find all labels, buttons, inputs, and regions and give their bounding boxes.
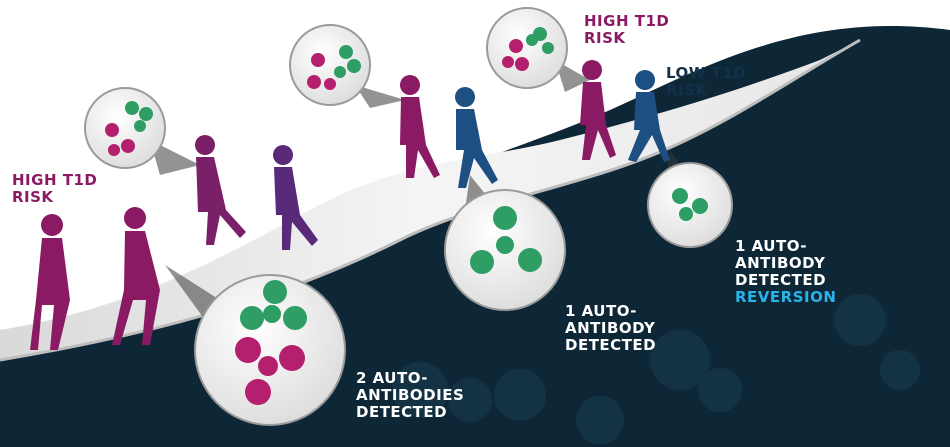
label-line: ANTIBODY	[735, 254, 826, 272]
walker-8	[628, 70, 670, 162]
label-line: RISK	[584, 29, 626, 47]
walker-5	[400, 75, 440, 178]
label-line: HIGH T1D	[12, 171, 98, 189]
label-high-risk-top: HIGH T1D RISK	[584, 13, 669, 47]
label-line: ANTIBODIES	[356, 386, 465, 404]
walker-figures	[30, 60, 670, 350]
label-one-autoantibody-center: 1 AUTO- ANTIBODY DETECTED	[565, 303, 656, 354]
label-line: DETECTED	[356, 403, 448, 421]
label-line: ANTIBODY	[565, 319, 656, 337]
magnifier-two-antibodies-small	[84, 87, 166, 169]
label-line: DETECTED	[565, 336, 657, 354]
label-line: HIGH T1D	[584, 12, 670, 30]
label-line: LOW T1D	[666, 64, 747, 82]
walker-3	[195, 135, 246, 245]
label-line: RISK	[12, 188, 54, 206]
label-high-risk-left: HIGH T1D RISK	[12, 172, 97, 206]
label-line: DETECTED	[735, 271, 827, 289]
label-two-autoantibodies: 2 AUTO- ANTIBODIES DETECTED	[356, 370, 464, 421]
walker-4	[273, 145, 318, 250]
magnifier-one-antibody-center	[444, 189, 566, 311]
label-line: 1 AUTO-	[565, 302, 637, 320]
walker-2	[112, 207, 160, 345]
magnifier-two-antibodies-large	[194, 274, 346, 426]
label-line: RISK	[666, 81, 708, 99]
label-one-autoantibody-right: 1 AUTO- ANTIBODY DETECTED REVERSION	[735, 238, 836, 306]
background-antibody-shadows	[392, 294, 920, 444]
magnifier-two-antibodies-mid	[289, 24, 371, 106]
walker-1	[30, 214, 70, 350]
magnifier-two-antibodies-top	[486, 7, 568, 89]
label-line: 1 AUTO-	[735, 237, 807, 255]
magnifier-one-antibody-right	[647, 162, 733, 248]
magnifier-circles	[84, 7, 733, 426]
label-reversion: REVERSION	[735, 288, 837, 306]
walker-6	[455, 87, 498, 188]
label-line: 2 AUTO-	[356, 369, 428, 387]
walker-7	[580, 60, 616, 160]
label-low-risk-top: LOW T1D RISK	[666, 65, 746, 99]
